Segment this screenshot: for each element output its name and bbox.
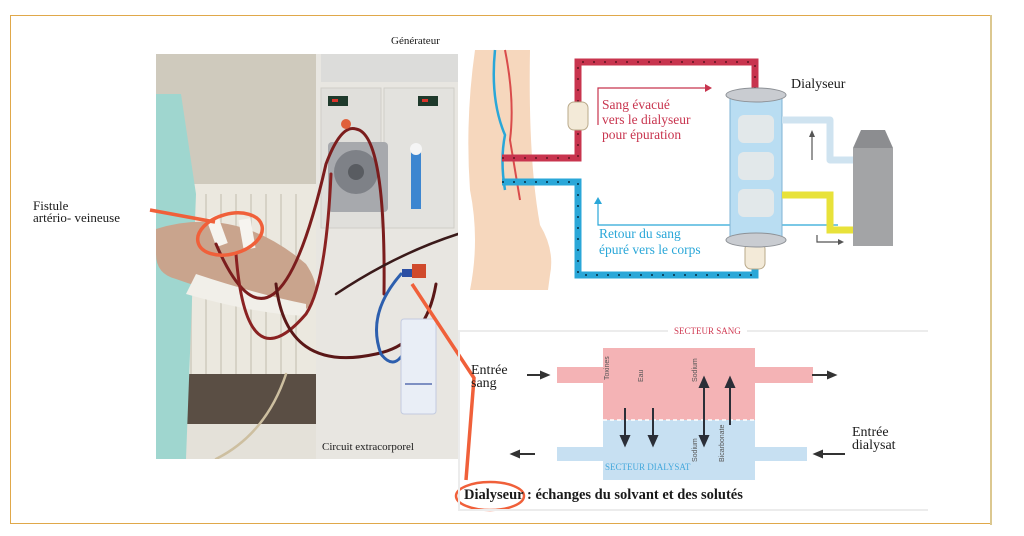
fistula-label: Fistule artério- veineuse: [33, 198, 120, 225]
exchange-label-toxines: Toxines: [604, 356, 611, 380]
exchange-label-sodium-top: Sodium: [692, 358, 699, 382]
section-divider-bottom: [458, 509, 928, 511]
dialysate-inlet-line1: Entrée: [852, 425, 889, 440]
exchange-label-eau: Eau: [638, 369, 645, 382]
dialysate-inlet-label: Entrée dialysat: [852, 425, 896, 453]
outflow-text-line2: vers le dialyseur: [602, 112, 691, 127]
outflow-text-line3: pour épuration: [602, 127, 682, 142]
hemodialysis-photo: [156, 54, 458, 459]
membrane-diagram: [509, 348, 845, 480]
return-arrow-icon: [594, 197, 602, 204]
fistula-label-line2: artério- veineuse: [33, 210, 120, 225]
dialyzer-caption-text: : échanges du solvant et des solutés: [523, 487, 743, 503]
exchange-label-sodium-bottom: Sodium: [692, 438, 699, 462]
return-text-line2: épuré vers le corps: [599, 242, 701, 257]
section-divider-left: [458, 331, 460, 509]
dialysate-in-line: [782, 191, 865, 234]
dialysate-out-line: [782, 116, 865, 164]
vein-line: [492, 49, 507, 191]
dialyzer-caption-highlight: Dialyseur: [464, 487, 524, 503]
arm-shape: [468, 50, 552, 290]
photo-caption: Circuit extracorporel: [322, 441, 414, 453]
blood-inlet-line1: Entrée: [471, 363, 508, 378]
bicarbonate-arrow-icon: [724, 375, 736, 388]
blood-inlet-line2: sang: [471, 376, 497, 391]
circuit-diagram: [468, 49, 893, 290]
generator-label: Générateur: [391, 35, 440, 47]
return-text-line1: Retour du sang: [599, 226, 681, 241]
sodium-arrow-icon: [698, 435, 710, 448]
dialysate-inlet-line2: dialysat: [852, 438, 896, 453]
outflow-arrow-icon: [705, 84, 712, 92]
exchange-label-bicarbonate: Bicarbonate: [719, 424, 726, 462]
fistula-label-line1: Fistule: [33, 198, 69, 213]
eau-arrow-icon: [647, 435, 659, 448]
outflow-chamber: [567, 101, 589, 131]
dialysate-sector-area: [603, 420, 755, 480]
photo-illustration: [156, 54, 458, 459]
figure-frame-edge: [990, 15, 992, 525]
dialysate-sector-label: SECTEUR DIALYSAT: [605, 462, 691, 472]
blood-inlet-label: Entrée sang: [471, 363, 508, 391]
return-text: Retour du sang épuré vers le corps: [599, 226, 701, 258]
toxines-arrow-icon: [619, 435, 631, 448]
outflow-text-line1: Sang évacué: [602, 97, 670, 112]
dialyzer-label: Dialyseur: [791, 77, 846, 92]
blood-outflow-tube: [502, 58, 759, 162]
dialyzer-caption: Dialyseur : échanges du solvant et des s…: [464, 487, 743, 504]
blood-sector-label: SECTEUR SANG: [668, 326, 747, 336]
generator-box: [853, 148, 893, 246]
outflow-text: Sang évacué vers le dialyseur pour épura…: [602, 97, 690, 142]
